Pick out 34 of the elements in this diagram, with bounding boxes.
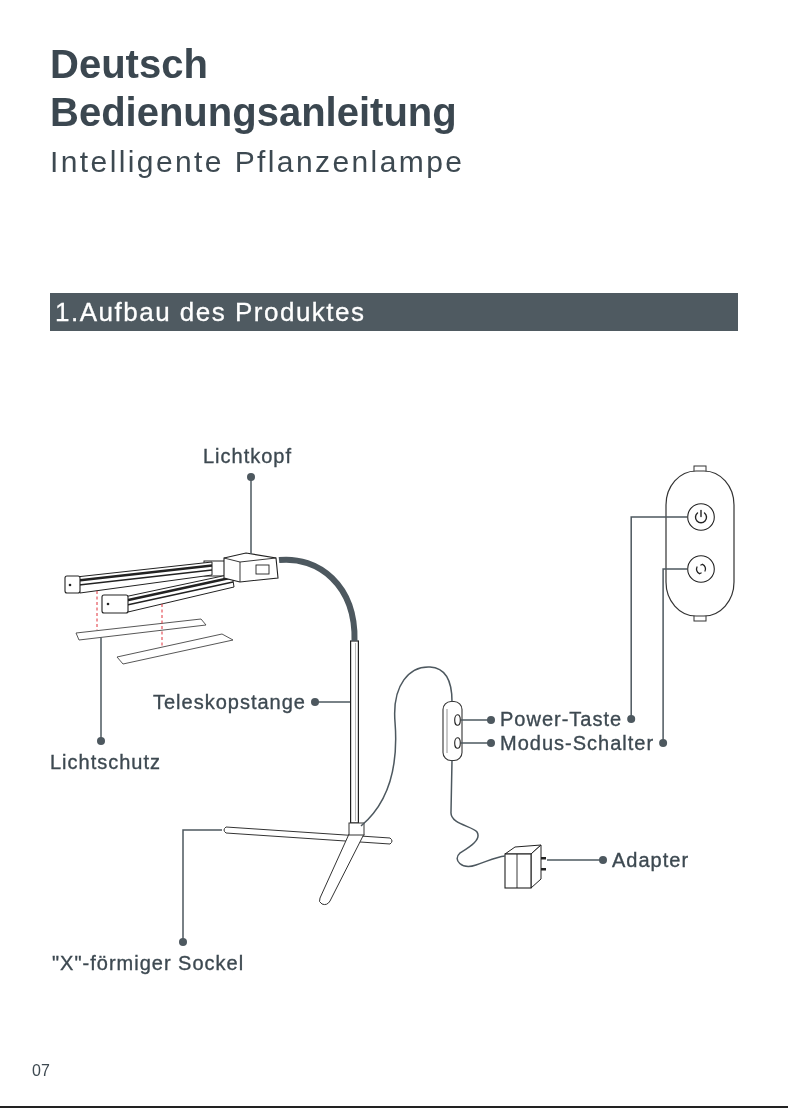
power-adapter	[503, 842, 547, 890]
mode-button	[454, 737, 461, 749]
power-cord	[450, 759, 506, 868]
inline-controller	[441, 700, 465, 762]
callout-label: Lichtkopf	[203, 444, 293, 468]
leader-line	[546, 856, 607, 864]
callout-label: Modus-Schalter	[500, 731, 655, 755]
light-shield	[75, 618, 209, 641]
power-cord	[360, 666, 453, 827]
mode-button	[687, 555, 715, 583]
callout-label: Adapter	[612, 848, 690, 872]
leader-line	[311, 698, 351, 706]
callout-label: Power-Taste	[500, 707, 623, 731]
page-title: Deutsch Bedienungsanleitung	[50, 41, 458, 136]
leader-line	[247, 473, 255, 555]
section-heading-bar: 1.Aufbau des Produktes	[50, 293, 738, 331]
light-shield	[116, 633, 235, 666]
x-shaped-base	[222, 822, 394, 907]
power-button	[454, 714, 461, 726]
leader-line	[627, 516, 688, 723]
leader-line	[659, 568, 688, 747]
telescopic-pole	[350, 641, 359, 823]
leader-line	[460, 716, 495, 724]
power-button	[687, 503, 715, 531]
callout-label: Lichtschutz	[50, 750, 162, 774]
callout-label: Teleskopstange	[153, 690, 306, 714]
subtitle: Intelligente Pflanzenlampe	[50, 144, 465, 180]
leader-line	[97, 636, 105, 745]
gooseneck-arm	[278, 556, 358, 642]
leader-line	[179, 829, 223, 946]
page-number: 07	[32, 1061, 50, 1080]
dashed-guide-line	[161, 603, 163, 648]
callout-label: "X"-förmiger Sockel	[52, 951, 245, 975]
leader-line	[460, 739, 495, 747]
